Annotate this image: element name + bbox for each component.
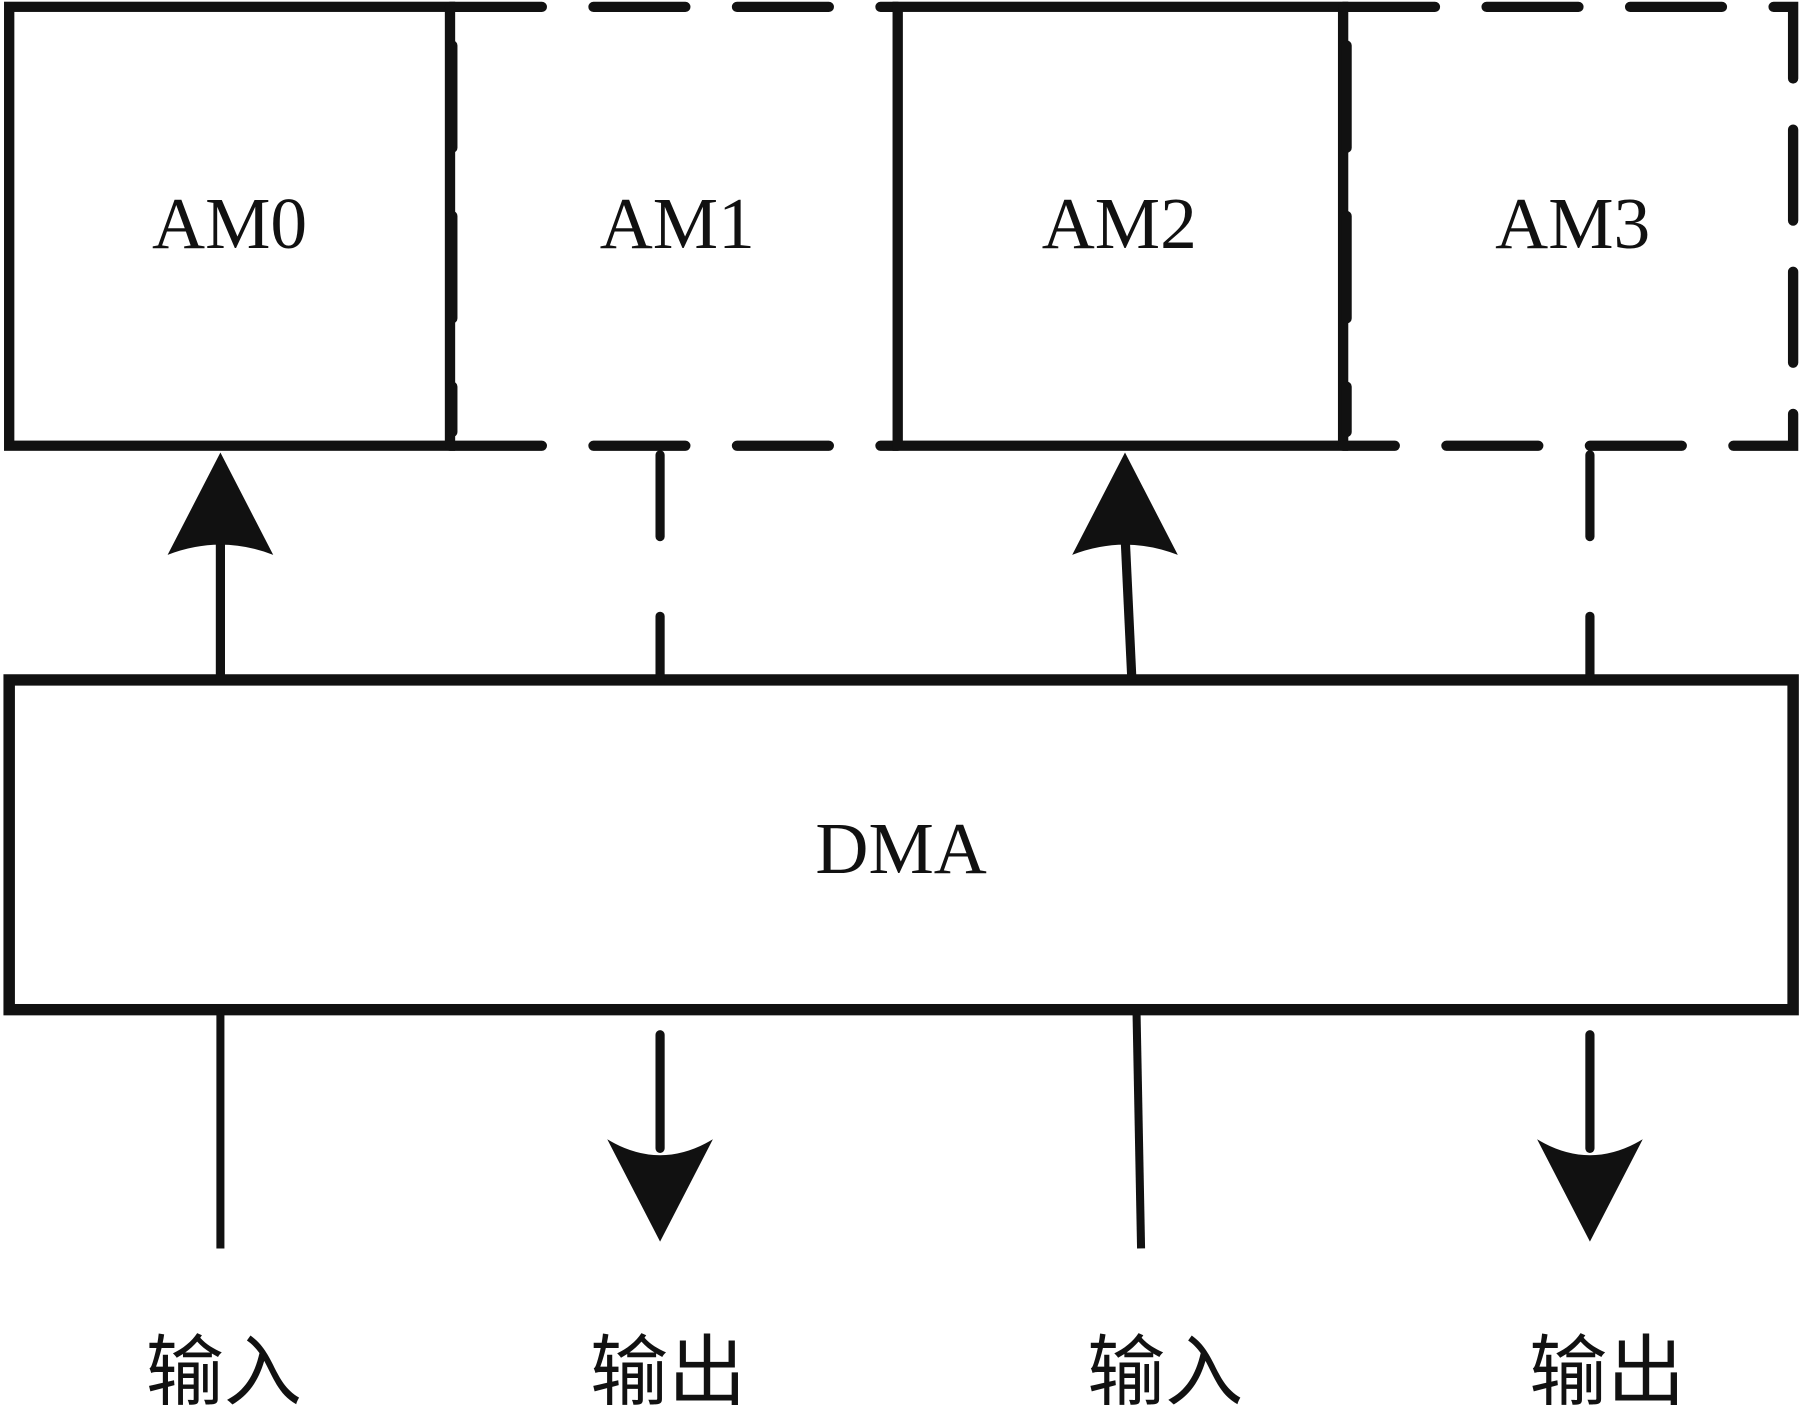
port-input-1: 输入 <box>146 1009 302 1416</box>
dma-label: DMA <box>815 809 987 890</box>
module-am0-label: AM0 <box>152 183 307 264</box>
port-output-1-label: 输出 <box>590 1330 746 1416</box>
port-input-2-label: 输入 <box>1087 1330 1243 1416</box>
port-output-2-label: 输出 <box>1529 1330 1685 1416</box>
module-am0: AM0 <box>4 1 456 451</box>
connection-dma-am2 <box>1072 452 1178 681</box>
port-output-2: 输出 <box>1529 1030 1685 1416</box>
module-am2: AM2 <box>892 1 1349 451</box>
arrow-up-icon <box>167 452 274 555</box>
module-am3: AM3 <box>1337 1 1799 451</box>
arrow-up-icon <box>1072 452 1178 555</box>
module-am1-label: AM1 <box>600 183 755 264</box>
input-line <box>1132 1009 1146 1249</box>
arrow-down-icon <box>1537 1139 1643 1242</box>
module-am3-label: AM3 <box>1495 183 1650 264</box>
dma-box <box>3 674 1799 1016</box>
dma-controller: DMA <box>3 674 1799 1016</box>
module-am3-box <box>1337 1 1799 451</box>
dashed-separator <box>447 40 1352 438</box>
module-am1: AM1 <box>444 1 903 451</box>
connection-dma-am0 <box>167 452 274 680</box>
arrow-down-icon <box>607 1139 713 1242</box>
port-input-1-label: 输入 <box>146 1330 302 1416</box>
port-input-2: 输入 <box>1087 1009 1243 1416</box>
module-am1-box <box>444 1 903 451</box>
module-am2-label: AM2 <box>1042 183 1197 264</box>
port-output-1: 输出 <box>590 1030 746 1416</box>
write-line <box>1120 534 1137 681</box>
